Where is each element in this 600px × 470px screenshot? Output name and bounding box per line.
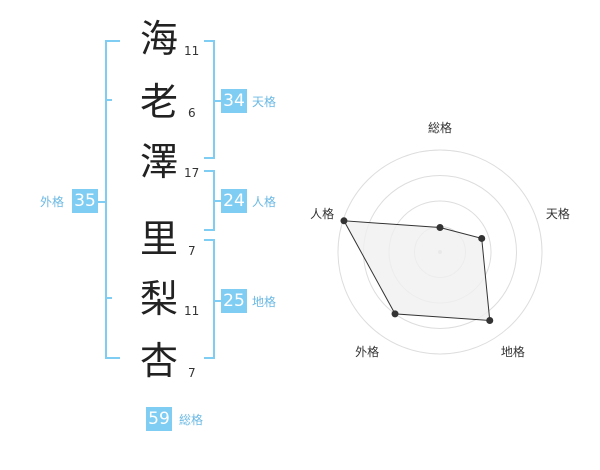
radar-point-2	[478, 234, 486, 242]
name-char-2: 老	[140, 80, 179, 124]
radar-series-area	[343, 220, 491, 322]
tenkaku-label: 天格	[252, 95, 277, 109]
stroke-count-6: 7	[188, 366, 196, 380]
chikaku-label: 地格	[252, 295, 277, 309]
gaikaku-bracket	[105, 40, 120, 359]
stroke-count-3: 17	[184, 166, 200, 180]
radar-axis-label-4: 外格	[355, 345, 380, 360]
tenkaku-bracket	[204, 40, 215, 159]
radar-point-4	[391, 310, 399, 318]
chikaku-bracket	[204, 239, 215, 359]
radar-axis-label-5: 人格	[310, 206, 335, 221]
tenkaku-badge: 34	[221, 89, 247, 113]
soukaku-label: 総格	[179, 413, 204, 427]
name-char-4: 里	[140, 217, 179, 261]
chikaku-badge: 25	[221, 289, 247, 313]
radar-point-3	[486, 316, 494, 324]
radar-axis-label-1: 総格	[428, 121, 453, 135]
radar-axis-label-2: 天格	[545, 206, 570, 221]
radar-axis-label-3: 地格	[500, 345, 525, 360]
name-char-1: 海	[140, 17, 179, 61]
radar-ring	[337, 149, 543, 355]
name-char-5: 梨	[140, 277, 179, 321]
jinkaku-label: 人格	[252, 195, 277, 209]
radar-point-1	[436, 224, 444, 232]
stroke-count-5: 11	[184, 304, 200, 318]
stroke-count-2: 6	[188, 106, 196, 120]
gaikaku-badge: 35	[72, 189, 98, 213]
stroke-count-1: 11	[184, 44, 200, 58]
name-char-6: 杏	[140, 339, 179, 383]
gaikaku-label: 外格	[40, 195, 65, 209]
soukaku-badge: 59	[146, 407, 172, 431]
radar-point-5	[340, 217, 348, 225]
name-char-3: 澤	[140, 140, 179, 184]
stroke-count-4: 7	[188, 244, 196, 258]
jinkaku-badge: 24	[221, 189, 247, 213]
